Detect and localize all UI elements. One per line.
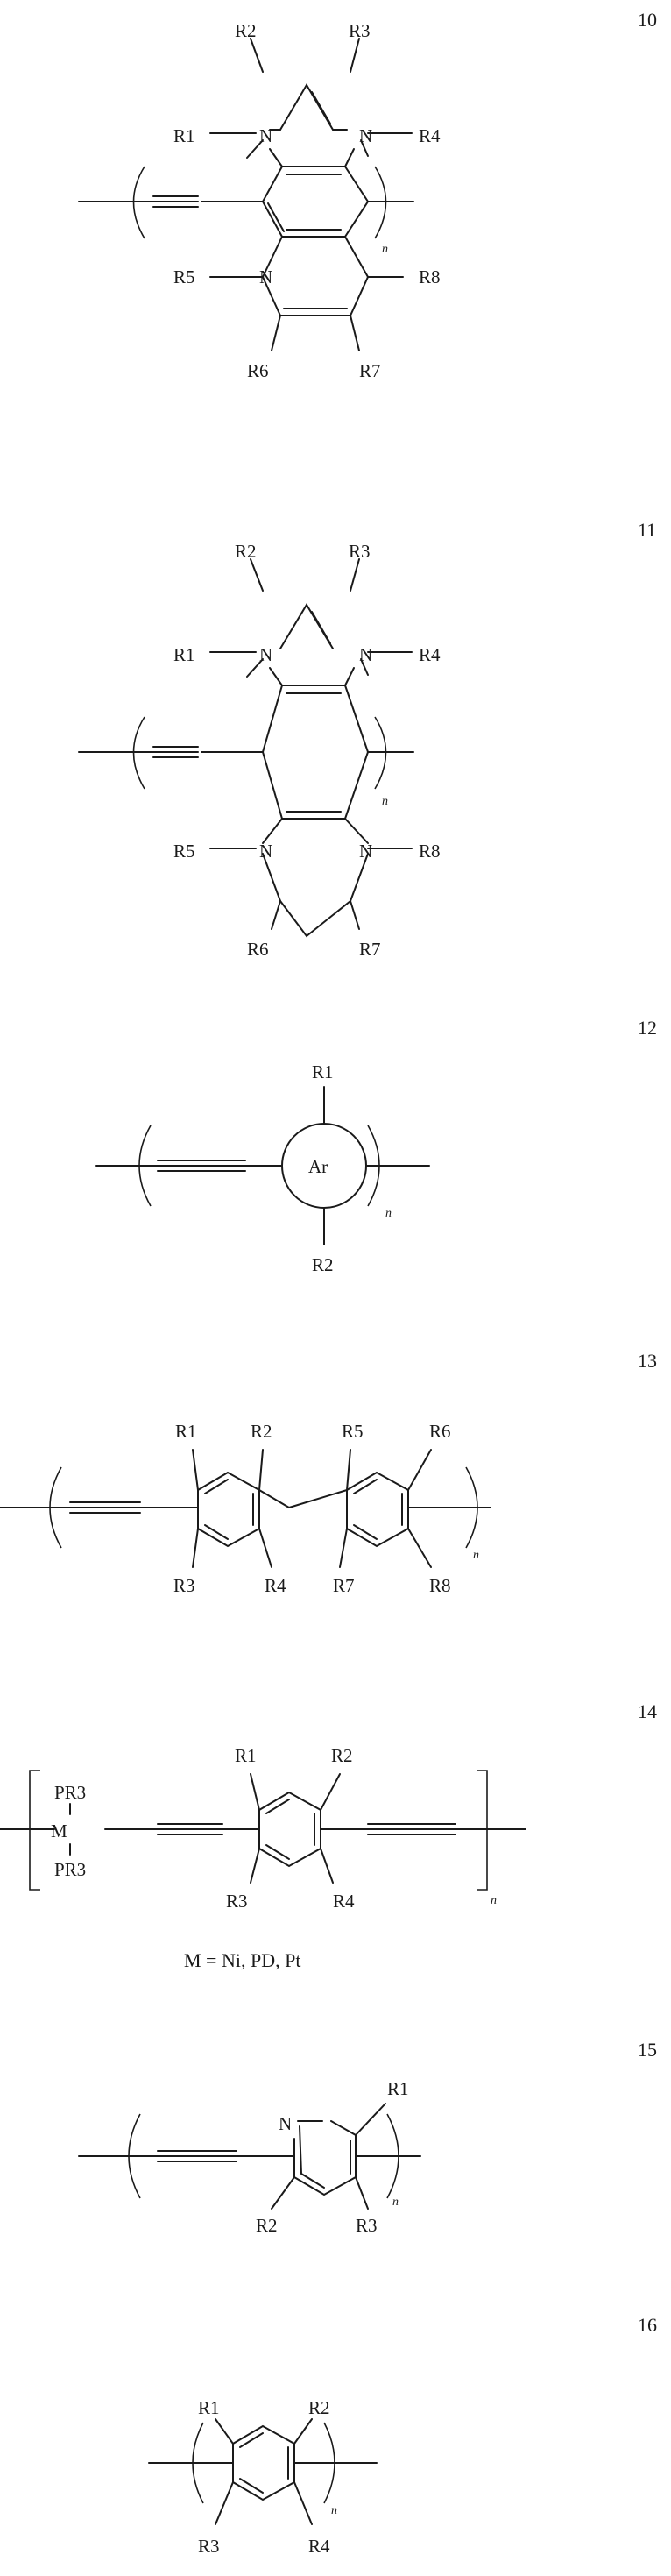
structure-number: 16 — [638, 2314, 657, 2336]
atom-label: R5 — [173, 841, 195, 862]
structure-14: 14 PR3 M PR3 R1 R2 R3 R4 n M = Ni, PD, P… — [0, 1700, 657, 1971]
structure-caption: M = Ni, PD, Pt — [184, 1949, 300, 1971]
structure-number: 15 — [638, 2039, 657, 2061]
structure-number: 11 — [638, 519, 656, 541]
atom-label: R1 — [387, 2078, 409, 2099]
atom-label: R2 — [256, 2215, 278, 2236]
structure-number: 10 — [638, 9, 657, 31]
atom-label: N — [359, 841, 372, 862]
ligand-label: PR3 — [54, 1782, 86, 1803]
structure-12: 12 R1 R2 Ar n — [96, 1017, 657, 1275]
atom-label: R8 — [419, 266, 441, 287]
atom-label: R2 — [251, 1421, 272, 1442]
structure-15: 15 N R1 R2 R3 n — [79, 2039, 657, 2236]
atom-label: N — [279, 2113, 292, 2134]
atom-label: N — [359, 125, 372, 146]
structure-13: 13 R1 R2 R3 R4 R5 R6 R7 R8 n — [0, 1350, 657, 1596]
atom-label: N — [259, 125, 272, 146]
atom-label: R2 — [331, 1745, 353, 1766]
atom-label: R4 — [308, 2536, 330, 2557]
atom-label: R7 — [333, 1575, 355, 1596]
atom-label: R2 — [235, 541, 257, 562]
atom-label: R2 — [312, 1254, 334, 1275]
atom-label: R1 — [175, 1421, 197, 1442]
atom-label: R3 — [349, 541, 371, 562]
atom-label: R5 — [173, 266, 195, 287]
atom-label: N — [359, 644, 372, 665]
atom-label: R3 — [173, 1575, 195, 1596]
atom-label: N — [259, 266, 272, 287]
atom-label: R1 — [312, 1061, 334, 1082]
atom-label: R4 — [419, 125, 441, 146]
atom-label: R1 — [173, 125, 195, 146]
structure-10: 10 R2 R3 R1 N N R4 N R5 R8 R6 R7 n — [79, 9, 657, 381]
repeat-subscript: n — [473, 1549, 479, 1562]
structure-number: 14 — [638, 1700, 657, 1722]
atom-label: R1 — [173, 644, 195, 665]
structure-16: 16 R1 R2 R3 R4 n — [149, 2314, 657, 2557]
atom-label: R2 — [235, 20, 257, 41]
repeat-subscript: n — [491, 1894, 497, 1907]
atom-label: R8 — [419, 841, 441, 862]
atom-label: R4 — [333, 1891, 355, 1912]
structure-number: 12 — [638, 1017, 657, 1039]
ligand-label: PR3 — [54, 1859, 86, 1880]
repeat-subscript: n — [382, 795, 388, 808]
atom-label: R2 — [308, 2397, 330, 2418]
repeat-subscript: n — [331, 2504, 337, 2517]
repeat-subscript: n — [385, 1207, 392, 1220]
atom-label: R1 — [235, 1745, 257, 1766]
atom-label: R3 — [356, 2215, 378, 2236]
atom-label: N — [259, 644, 272, 665]
atom-label: R4 — [265, 1575, 286, 1596]
atom-label: R7 — [359, 939, 381, 960]
repeat-subscript: n — [392, 2196, 399, 2209]
atom-label: R7 — [359, 360, 381, 381]
repeat-subscript: n — [382, 243, 388, 256]
atom-label: R6 — [429, 1421, 451, 1442]
atom-label: R1 — [198, 2397, 220, 2418]
atom-label: N — [259, 841, 272, 862]
atom-label: R5 — [342, 1421, 364, 1442]
ring-label: Ar — [308, 1156, 328, 1177]
atom-label: R4 — [419, 644, 441, 665]
structure-11: 11 R2 R3 R1 N N R4 N N R5 R8 R6 R7 n — [79, 519, 656, 960]
structure-number: 13 — [638, 1350, 657, 1372]
metal-label: M — [51, 1820, 67, 1842]
atom-label: R3 — [198, 2536, 220, 2557]
atom-label: R6 — [247, 360, 269, 381]
atom-label: R3 — [349, 20, 371, 41]
atom-label: R6 — [247, 939, 269, 960]
atom-label: R8 — [429, 1575, 451, 1596]
atom-label: R3 — [226, 1891, 248, 1912]
